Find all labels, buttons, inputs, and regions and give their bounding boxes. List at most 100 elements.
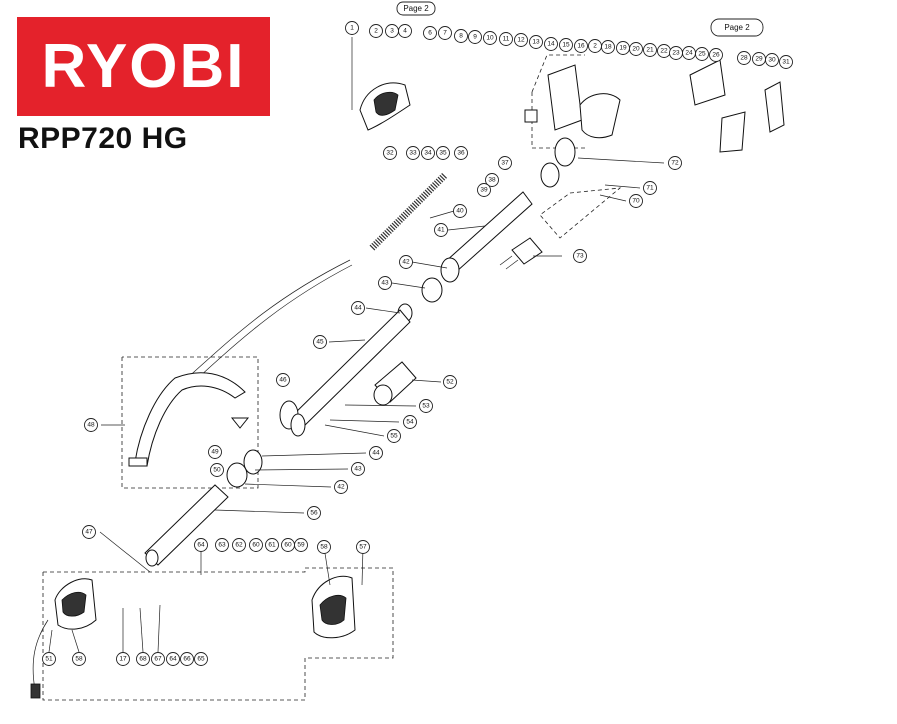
callout-number: 13 [532,39,540,46]
callout-circle [194,652,208,666]
callout-number: 44 [372,450,380,457]
callout-circle [398,24,412,38]
callout-number: 66 [183,656,191,663]
callout-number: 20 [632,46,640,53]
callout-number: 26 [712,52,720,59]
callout-circle [369,446,383,460]
callout-circle [210,463,224,477]
callout-number: 68 [139,656,147,663]
callout-number: 51 [45,656,53,663]
callout-10: 10 [483,31,497,45]
callout-31: 31 [779,55,793,69]
leader-lines [48,37,665,653]
callout-49: 49 [208,445,222,459]
callout-number: 49 [211,449,219,456]
callout-circle [166,652,180,666]
callout-24: 24 [682,46,696,60]
callout-44: 44 [351,301,365,315]
callout-46: 46 [276,373,290,387]
callout-circle [423,26,437,40]
callout-circle [454,29,468,43]
callout-63: 63 [215,538,229,552]
callout-circle [573,249,587,263]
callout-circle [559,38,573,52]
callout-number: 64 [169,656,177,663]
callout-number: 72 [671,160,679,167]
coupler-44b [243,449,263,475]
coupler-42 [440,257,460,283]
callout-circle [483,31,497,45]
callout-2: 2 [588,39,602,53]
shoulder-strap-48 [128,372,250,467]
callout-circle [765,53,779,67]
callout-72: 72 [668,156,682,170]
callout-circle [317,540,331,554]
callout-number: 32 [386,150,394,157]
callout-number: 56 [310,510,318,517]
cord-line [184,259,351,381]
callout-1: 1 [345,21,359,35]
callout-circle [737,51,751,65]
callout-number: 43 [354,466,362,473]
callout-58: 58 [72,652,86,666]
callout-number: 2 [593,43,597,50]
callout-number: 1 [350,25,354,32]
callout-circle [307,506,321,520]
callout-65: 65 [194,652,208,666]
callout-19: 19 [616,41,630,55]
callout-circle [485,173,499,187]
callout-number: 58 [320,544,328,551]
callout-number: 61 [268,542,276,549]
callout-number: 34 [424,150,432,157]
callout-circle [276,373,290,387]
callout-circle [419,399,433,413]
callout-circle [498,156,512,170]
callout-circle [779,55,793,69]
callout-38: 38 [485,173,499,187]
coupler-43b [226,462,248,488]
callout-circle [313,335,327,349]
sleeve-52 [373,361,417,406]
flexible-shaft-40 [369,172,448,251]
callout-36: 36 [454,146,468,160]
callout-circle [215,538,229,552]
callout-2: 2 [369,24,383,38]
callout-number: 42 [402,259,410,266]
callout-circle [351,301,365,315]
callout-circle [436,146,450,160]
callout-17: 17 [116,652,130,666]
tube-56-end [145,549,159,567]
callout-73: 73 [573,249,587,263]
clamp-46 [279,400,306,437]
callout-circle [294,538,308,552]
callout-circle [180,652,194,666]
callout-48: 48 [84,418,98,432]
callout-21: 21 [643,43,657,57]
callout-number: 22 [660,48,668,55]
callout-22: 22 [657,44,671,58]
callout-number: 10 [486,35,494,42]
callout-number: 28 [740,55,748,62]
callout-number: 52 [446,379,454,386]
page-ref-2[interactable]: Page 2 [710,18,764,37]
callout-circle [629,42,643,56]
callout-circle [601,40,615,54]
svg-text:Page 2: Page 2 [724,23,750,32]
callout-number: 9 [473,34,477,41]
callout-number: 50 [213,467,221,474]
callout-14: 14 [544,37,558,51]
callout-28: 28 [737,51,751,65]
callout-number: 58 [75,656,83,663]
callout-circle [42,652,56,666]
plug [30,683,41,699]
callout-circle [695,47,709,61]
callout-number: 40 [456,208,464,215]
svg-text:Page 2: Page 2 [403,4,429,13]
page-ref-1[interactable]: Page 2 [396,1,436,16]
model-title: RPP720 HG [18,122,188,155]
callout-39: 39 [477,183,491,197]
callout-18: 18 [601,40,615,54]
callout-circle [383,146,397,160]
callout-circle [529,35,543,49]
